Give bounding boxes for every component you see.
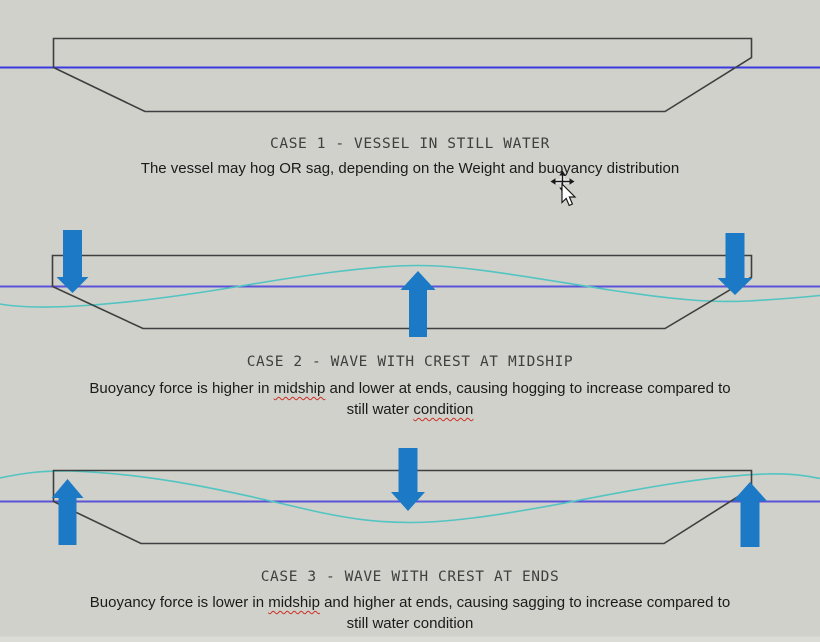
wave-profile-crest-midship (0, 264, 820, 308)
case3-desc1-flagged-word: midship (268, 594, 320, 611)
case1-title: CASE 1 - VESSEL IN STILL WATER (270, 136, 550, 152)
case3-desc1-pre: Buoyancy force is lower in (89, 594, 269, 611)
wave-profile-crest-ends (0, 470, 820, 524)
case3-title: CASE 3 - WAVE WITH CREST AT ENDS (260, 569, 560, 585)
case2-description-line1: Buoyancy force is higher in midship and … (0, 378, 820, 399)
buoyancy-arrow-up-right-case3 (733, 482, 767, 547)
hull-outline-case1 (52, 37, 753, 113)
hull-outline-case3 (52, 469, 753, 545)
pointer-cursor-icon (561, 182, 577, 207)
buoyancy-arrow-up-left-case3 (51, 479, 84, 545)
case1-desc-text: The vessel may hog OR sag, depending on … (140, 160, 680, 177)
case2-desc1-pre: Buoyancy force is higher in (89, 380, 274, 397)
case3-desc1-post: and higher at ends, causing sagging to i… (319, 594, 731, 611)
bottom-edge-strip (0, 636, 820, 642)
case2-title: CASE 2 - WAVE WITH CREST AT MIDSHIP (246, 354, 574, 370)
hull-outline-case2 (51, 254, 753, 330)
case2-desc1-post: and lower at ends, causing hogging to in… (325, 380, 731, 397)
case2-description-line2: still water condition (0, 399, 820, 420)
case3-desc2-text: still water condition (346, 615, 474, 632)
case3-description-line2: still water condition (0, 613, 820, 634)
case2-desc2-pre: still water (346, 401, 414, 418)
case1-description: The vessel may hog OR sag, depending on … (0, 158, 820, 179)
buoyancy-arrow-up-midship-case2 (400, 271, 436, 337)
buoyancy-arrow-down-midship-case3 (391, 448, 425, 511)
buoyancy-arrow-down-left-case2 (56, 230, 89, 293)
buoyancy-arrow-down-right-case2 (717, 233, 753, 295)
case3-description-line1: Buoyancy force is lower in midship and h… (0, 592, 820, 613)
case2-desc1-flagged-word: midship (273, 380, 326, 397)
case2-desc2-flagged-word: condition (413, 401, 474, 418)
